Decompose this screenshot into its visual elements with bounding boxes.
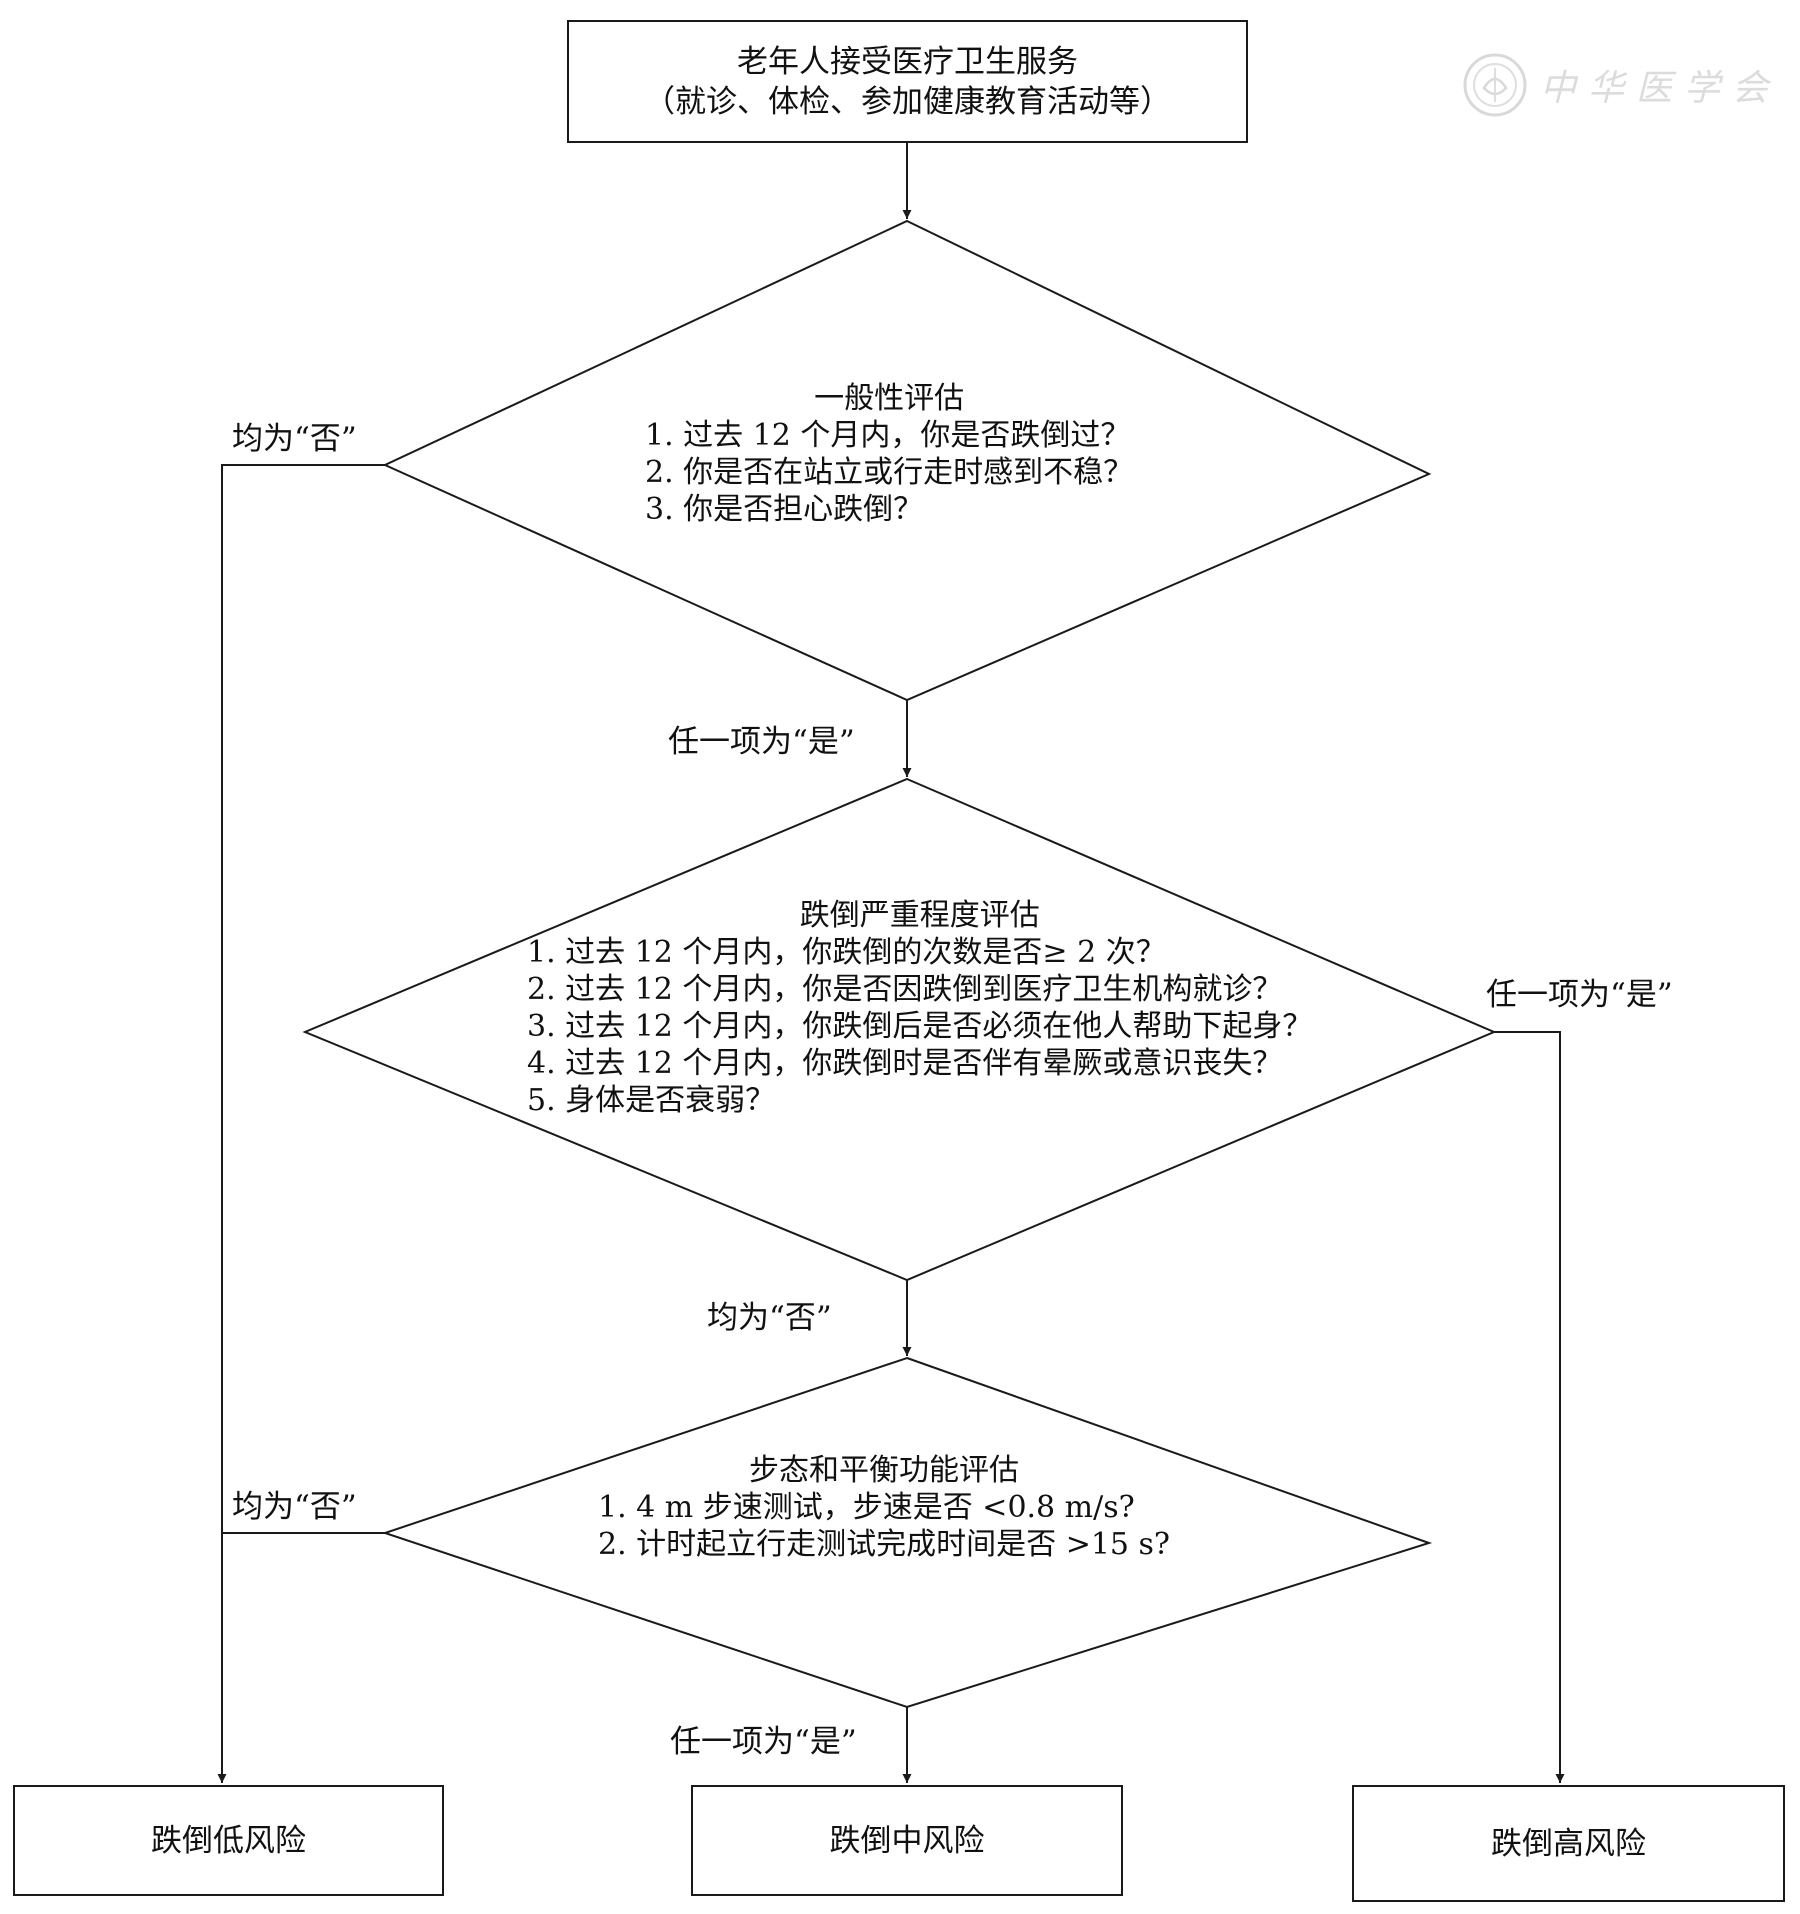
label-general-no: 均为“否” [232,421,357,457]
watermark-text: 中华医学会 [1540,68,1781,109]
gait-item-1: 1. 4 m 步速测试，步速是否 <0.8 m/s? [598,1490,1135,1525]
severity-item-2: 2. 过去 12 个月内，你是否因跌倒到医疗卫生机构就诊？ [527,972,1283,1007]
general-assessment-title: 一般性评估 [814,381,965,416]
gait-assessment-text: 步态和平衡功能评估 1. 4 m 步速测试，步速是否 <0.8 m/s? 2. … [598,1452,1170,1563]
label-gait-no: 均为“否” [232,1489,357,1525]
arrow-general-no-to-low-risk [217,464,385,1783]
severity-item-3: 3. 过去 12 个月内，你跌倒后是否必须在他人帮助下起身？ [527,1009,1313,1044]
outcome-mid-risk-label: 跌倒中风险 [829,1822,985,1859]
outcome-high-risk-label: 跌倒高风险 [1491,1825,1646,1862]
outcome-low-risk: 跌倒低风险 [13,1785,444,1896]
outcome-high-risk: 跌倒高风险 [1352,1785,1785,1902]
watermark: 中华医学会 [1462,52,1780,118]
arrow-severity-yes-to-high-risk [1494,1031,1565,1783]
outcome-mid-risk: 跌倒中风险 [691,1785,1123,1896]
general-item-3: 3. 你是否担心跌倒？ [645,492,924,527]
start-line-1: 老年人接受医疗卫生服务 [737,43,1078,80]
gait-assessment-title: 步态和平衡功能评估 [749,1453,1020,1488]
gait-item-2: 2. 计时起立行走测试完成时间是否 >15 s? [598,1527,1171,1562]
general-item-1: 1. 过去 12 个月内，你是否跌倒过？ [645,418,1131,453]
severity-item-5: 5. 身体是否衰弱？ [527,1083,776,1118]
start-line-2: （就诊、体检、参加健康教育活动等） [644,83,1171,120]
severity-assessment-text: 跌倒严重程度评估 1. 过去 12 个月内，你跌倒的次数是否≥ 2 次？ 2. … [527,897,1312,1119]
start-box: 老年人接受医疗卫生服务 （就诊、体检、参加健康教育活动等） [567,20,1248,143]
severity-assessment-title: 跌倒严重程度评估 [799,898,1040,933]
severity-item-4: 4. 过去 12 个月内，你跌倒时是否伴有晕厥或意识丧失？ [527,1046,1283,1081]
label-severity-no: 均为“否” [707,1300,832,1336]
outcome-low-risk-label: 跌倒低风险 [151,1822,306,1859]
label-severity-yes: 任一项为“是” [1486,977,1673,1013]
label-general-yes: 任一项为“是” [668,724,855,760]
severity-item-1: 1. 过去 12 个月内，你跌倒的次数是否≥ 2 次？ [527,935,1166,970]
general-item-2: 2. 你是否在站立或行走时感到不稳？ [645,455,1134,490]
label-gait-yes: 任一项为“是” [670,1724,857,1760]
general-assessment-text: 一般性评估 1. 过去 12 个月内，你是否跌倒过？ 2. 你是否在站立或行走时… [645,380,1133,528]
association-seal-icon [1463,53,1527,117]
